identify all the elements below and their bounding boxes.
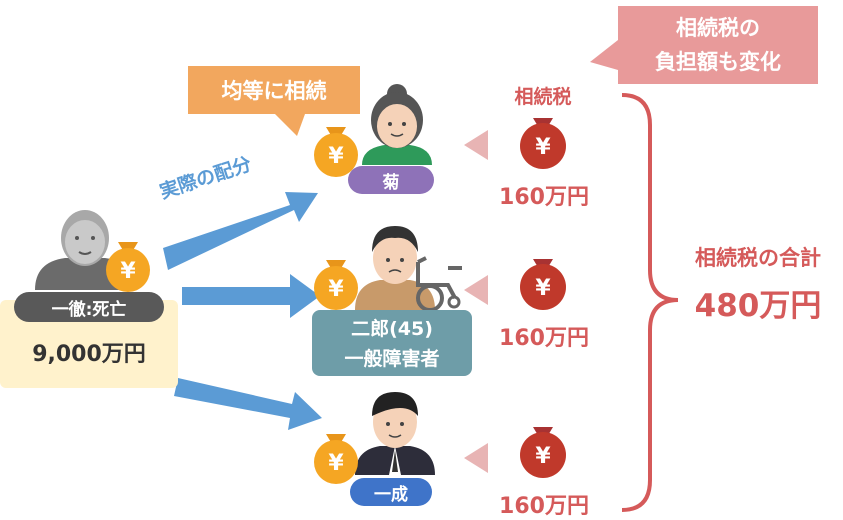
tax-column-header: 相続税 xyxy=(514,85,572,108)
svg-text:¥: ¥ xyxy=(535,135,551,160)
kazunari-label-bg xyxy=(350,478,432,506)
yen-tax-bag-icon: ¥ xyxy=(520,118,566,169)
grandson-person-icon xyxy=(355,392,435,475)
yen-money-bag-icon: ¥ xyxy=(314,127,358,177)
heir-name-kazunari: 一成 xyxy=(374,484,408,505)
arrow-to-kazunari xyxy=(174,378,322,430)
svg-text:¥: ¥ xyxy=(328,144,344,169)
yen-money-bag-icon: ¥ xyxy=(314,260,358,310)
arrow-to-kiku xyxy=(163,192,318,270)
tax-change-callout xyxy=(590,6,818,84)
equal-split-callout xyxy=(188,66,360,136)
heir-status-jiro: 一般障害者 xyxy=(344,347,440,370)
jiro-label-bg xyxy=(312,310,472,376)
tax-pointers xyxy=(464,130,488,473)
svg-text:¥: ¥ xyxy=(535,444,551,469)
svg-text:¥: ¥ xyxy=(120,259,136,284)
svg-text:¥: ¥ xyxy=(328,451,344,476)
estate-amount: 9,000万円 xyxy=(32,342,146,367)
tax-amount-kiku: 160万円 xyxy=(499,185,589,210)
tax-change-line2: 負担額も変化 xyxy=(655,50,781,74)
yen-money-bag-icon: ¥ xyxy=(106,242,150,292)
grandmother-icon xyxy=(362,84,432,165)
heir-name-jiro: 二郎(45) xyxy=(351,317,433,340)
tax-change-line1: 相続税の xyxy=(676,16,760,40)
deceased-name-tag: 一徹:死亡 xyxy=(14,292,164,322)
total-brace xyxy=(621,93,679,512)
distribution-arrows xyxy=(163,192,322,430)
kiku-label-bg xyxy=(348,166,434,194)
tax-amount-kazunari: 160万円 xyxy=(499,494,589,519)
yen-tax-bag-icon: ¥ xyxy=(520,427,566,478)
tax-total-label: 相続税の合計 xyxy=(695,246,821,270)
svg-text:¥: ¥ xyxy=(535,276,551,301)
tax-amount-jiro: 160万円 xyxy=(499,326,589,351)
son-person-icon xyxy=(355,226,435,310)
svg-text:¥: ¥ xyxy=(328,277,344,302)
yen-money-bag-icon: ¥ xyxy=(314,434,358,484)
heir-name-kiku: 菊 xyxy=(382,172,400,193)
equal-split-text: 均等に相続 xyxy=(221,79,327,103)
yen-tax-bag-icon: ¥ xyxy=(520,259,566,310)
estate-box xyxy=(0,300,178,388)
tax-total-value: 480万円 xyxy=(694,287,822,324)
arrow-to-jiro xyxy=(182,274,320,318)
